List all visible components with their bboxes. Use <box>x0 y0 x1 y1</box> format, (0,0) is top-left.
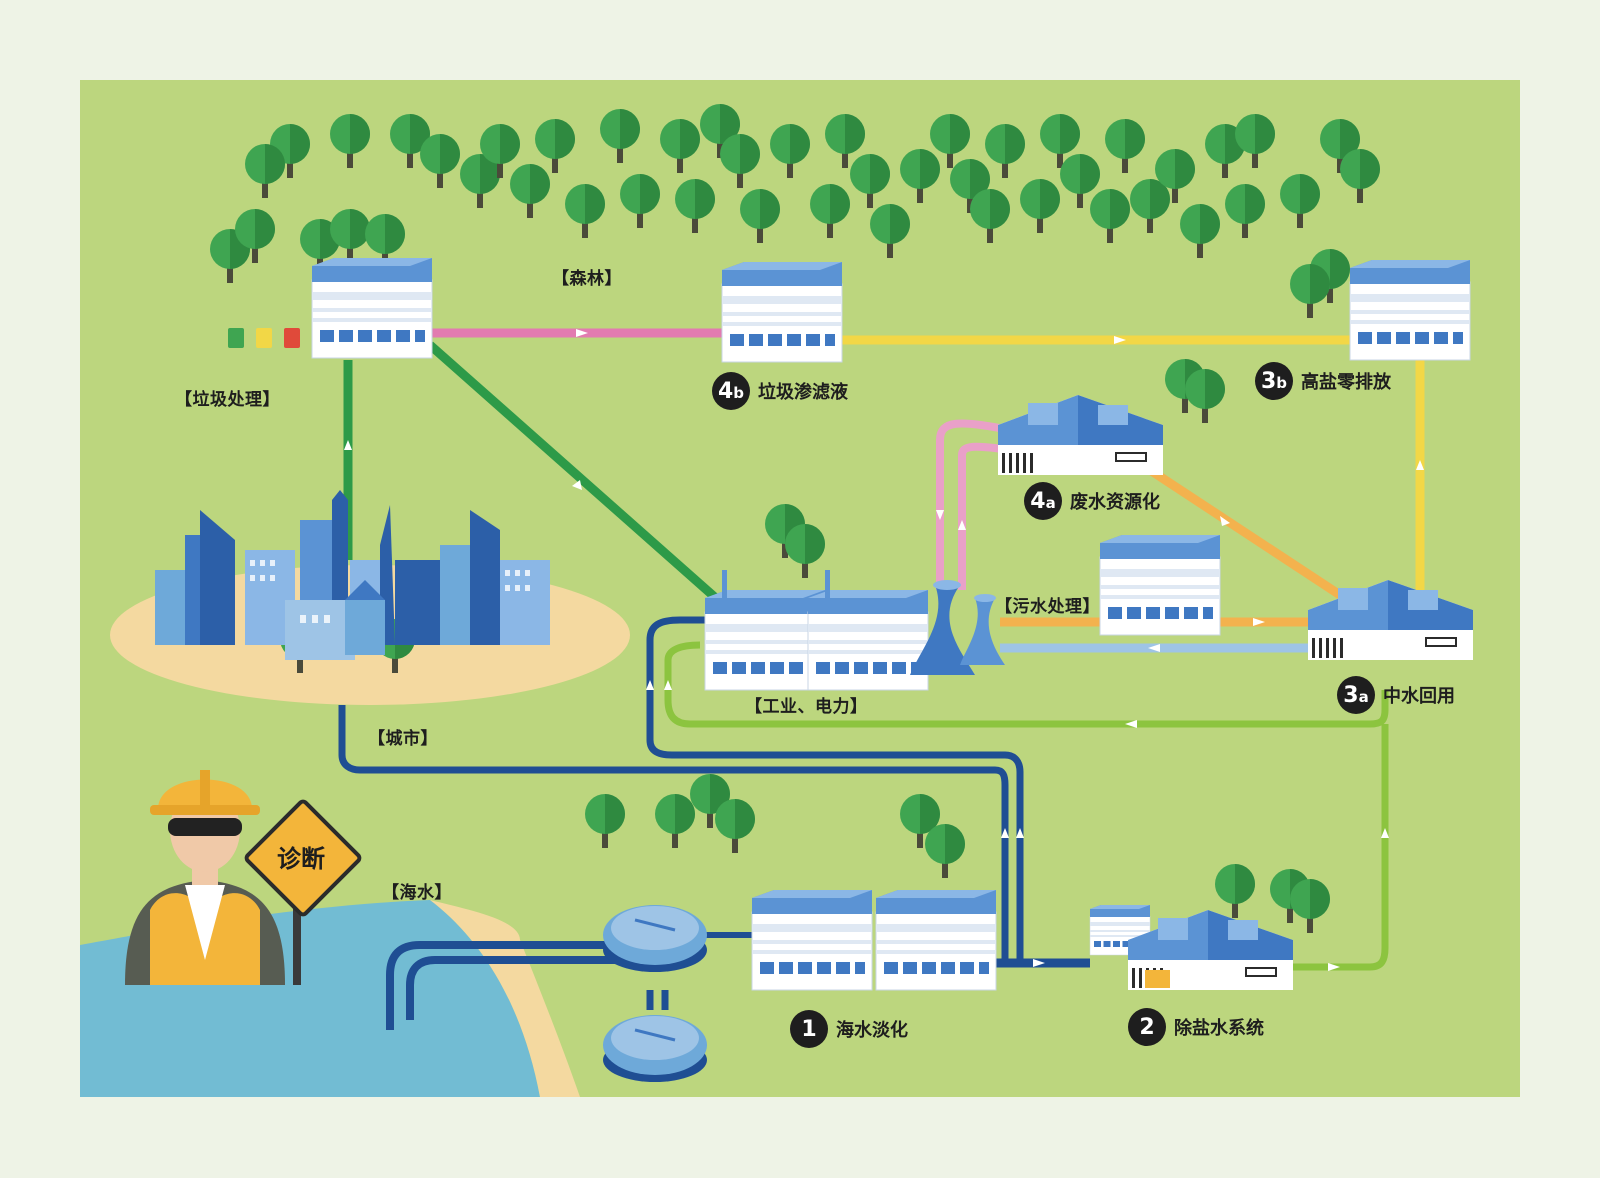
step-1: 1 海水淡化 <box>790 1010 908 1048</box>
sign-post <box>293 890 301 985</box>
label-sewage: 【污水处理】 <box>995 597 1100 617</box>
city-buildings <box>155 490 550 660</box>
demineralized-water-building <box>1089 904 1294 991</box>
leachate-building <box>721 261 843 363</box>
desalination-building-1 <box>751 889 873 991</box>
desalination-building-2 <box>875 889 997 991</box>
power-plant <box>704 570 929 691</box>
sign-text: 诊断 <box>277 844 325 873</box>
step-label: 海水淡化 <box>836 1020 908 1041</box>
step-2: 2 除盐水系统 <box>1128 1008 1264 1046</box>
flow-arrow-icon <box>344 440 1424 971</box>
step-label: 除盐水系统 <box>1174 1018 1264 1039</box>
worker-icon <box>125 770 285 985</box>
label-garbage: 【垃圾处理】 <box>175 390 280 410</box>
label-city: 【城市】 <box>368 729 438 749</box>
sewage-treatment-building <box>1099 534 1221 636</box>
zero-discharge-building <box>1349 259 1471 361</box>
cooling-tower-icon <box>910 580 1005 675</box>
label-forest: 【森林】 <box>552 269 622 289</box>
step-label: 垃圾渗滤液 <box>758 382 848 403</box>
recycle-bin-icon <box>228 328 300 348</box>
step-label: 高盐零排放 <box>1301 372 1391 393</box>
label-industry: 【工业、电力】 <box>745 697 868 717</box>
garbage-treatment-building <box>311 257 433 359</box>
step-label: 废水资源化 <box>1070 492 1160 513</box>
clarifier-tank-icon <box>603 905 707 1082</box>
label-seawater: 【海水】 <box>382 883 452 903</box>
warning-sign-icon: 诊断 <box>242 797 364 919</box>
step-badge: 2 <box>1128 1008 1166 1046</box>
step-badge: 1 <box>790 1010 828 1048</box>
step-label: 中水回用 <box>1383 686 1455 707</box>
